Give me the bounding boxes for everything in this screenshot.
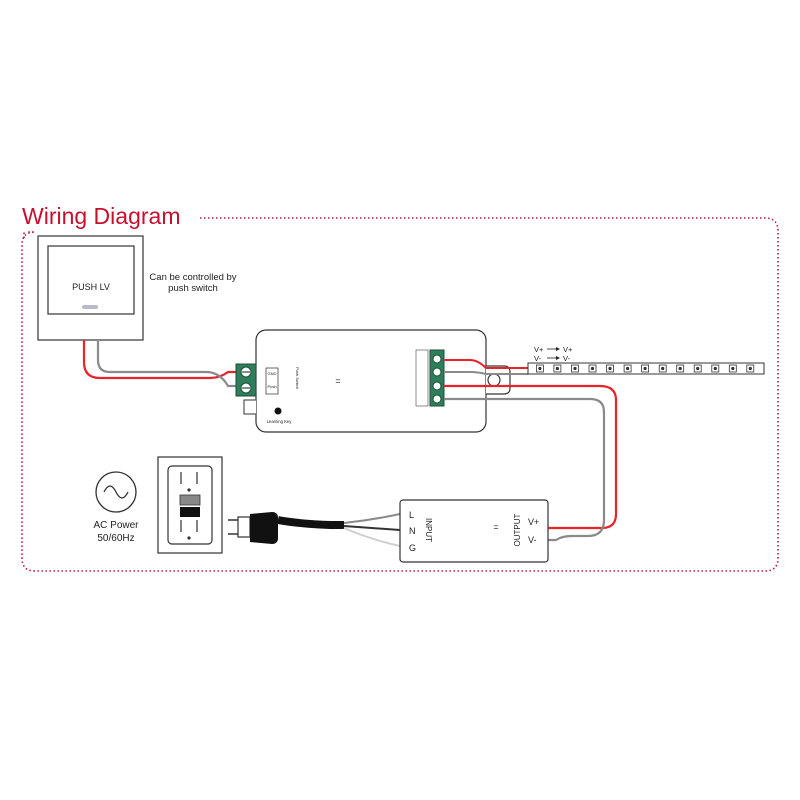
- dotted-frame: [21, 217, 779, 572]
- led-chip-dot: [573, 366, 577, 371]
- diagram-title: Wiring Diagram: [22, 203, 180, 229]
- controller-equals-mark: =: [335, 376, 340, 386]
- cable-n-wire: [343, 525, 401, 531]
- driver-to-controller-red: [444, 384, 618, 530]
- driver-output-label: OUTPUT: [513, 513, 522, 546]
- cable-l-wire: [343, 513, 401, 524]
- controller-gnd-label: GND: [268, 371, 277, 376]
- driver-terminal-n: N: [409, 526, 416, 536]
- learning-key-label: Learning Key: [267, 419, 293, 424]
- switch-note-line1: Can be controlled by: [149, 272, 236, 283]
- wall-outlet-icon: [157, 456, 223, 554]
- led-driver: L N G INPUT = OUTPUT V+ V-: [399, 499, 549, 563]
- driver-terminal-l: L: [409, 510, 414, 520]
- driver-out-v-plus: V+: [528, 517, 539, 527]
- strip-v-minus-label: V-: [534, 354, 542, 363]
- led-chip-dot: [555, 366, 560, 371]
- switch-note-line2: push switch: [168, 283, 218, 294]
- push-button-indicator: [82, 305, 98, 309]
- led-chip-dot: [626, 366, 630, 371]
- ac-power-line2: 50/60Hz: [97, 533, 134, 544]
- led-chip-dot: [608, 366, 612, 371]
- driver-to-controller-gray: [444, 397, 606, 542]
- led-chip-dot: [731, 366, 735, 371]
- push-lv-label: PUSH LV: [72, 282, 110, 292]
- led-chip-dot: [696, 366, 700, 371]
- strip-arrow-v-plus: V+: [563, 345, 573, 354]
- push-switch-label: Push Switch: [295, 367, 300, 389]
- led-chip-dot: [538, 366, 542, 371]
- led-chip-dot: [748, 366, 752, 371]
- switch-wire-red: [82, 340, 236, 380]
- led-strip: V+ V- V+ V-: [527, 345, 765, 375]
- led-chip-dot: [590, 366, 595, 371]
- led-chip-dot: [643, 366, 647, 371]
- strip-wire-red: [444, 359, 528, 369]
- driver-equals-mark: =: [493, 522, 498, 532]
- led-chip-dot: [678, 366, 682, 371]
- led-cells: [536, 364, 755, 373]
- strip-arrow-v-minus: V-: [563, 354, 571, 363]
- ac-power-line1: AC Power: [93, 520, 139, 531]
- led-chip-dot: [713, 366, 717, 371]
- driver-out-v-minus: V-: [528, 535, 537, 545]
- controller-push-label: Push: [267, 384, 276, 389]
- ac-power-source: AC Power 50/60Hz: [93, 471, 139, 544]
- controller-output-terminal: [429, 349, 445, 407]
- learning-key-button[interactable]: [274, 407, 282, 415]
- strip-wire-gray: [444, 371, 528, 375]
- power-plug-icon: [228, 512, 344, 544]
- driver-terminal-g: G: [409, 543, 416, 553]
- strip-v-plus-label: V+: [534, 345, 544, 354]
- driver-input-label: INPUT: [424, 518, 433, 542]
- push-switch-panel: PUSH LV: [37, 235, 144, 341]
- cable-g-wire: [343, 527, 401, 547]
- switch-wire-gray: [96, 340, 236, 388]
- led-chip-dot: [661, 366, 665, 371]
- controller-module: GND Push Push Switch Learning Key =: [235, 329, 511, 433]
